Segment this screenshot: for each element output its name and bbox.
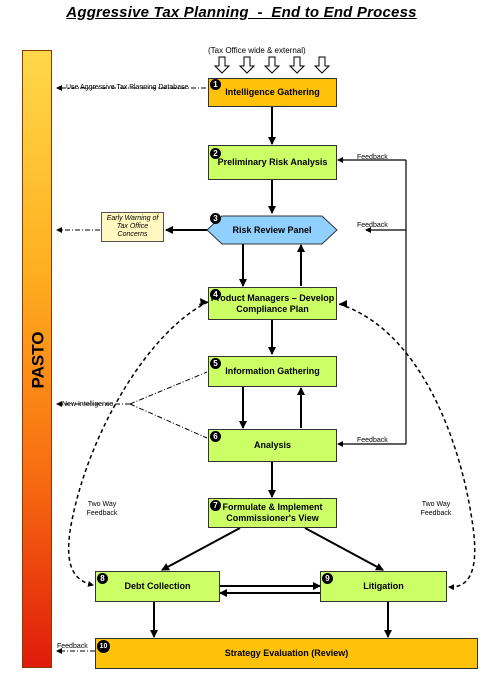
step-number-8: 8 (97, 573, 108, 584)
step-number-6: 6 (210, 431, 221, 442)
step-intelligence-gathering: Intelligence Gathering (208, 78, 337, 107)
step-number-7: 7 (210, 500, 221, 511)
input-arrows (213, 56, 331, 74)
step-number-4: 4 (210, 289, 221, 300)
new-intelligence-label: New Intelligence (62, 401, 114, 408)
main-flow (150, 107, 392, 638)
feedback-label-2: Feedback (357, 154, 388, 161)
diagram-title: Aggressive Tax Planning - End to End Pro… (66, 4, 417, 21)
feedback-label-10: Feedback (57, 643, 88, 650)
step-number-1: 1 (210, 79, 221, 90)
step-debt-collection: Debt Collection (95, 571, 220, 602)
pasto-bar: PASTO (22, 50, 52, 668)
database-label: Use Aggressive Tax Planning Database (66, 84, 189, 91)
step-formulate-implement: Formulate & Implement Commissioner's Vie… (208, 498, 337, 528)
feedback-label-6: Feedback (357, 437, 388, 444)
step-number-9: 9 (322, 573, 333, 584)
step-risk-review-panel: Risk Review Panel (232, 224, 312, 235)
step-product-managers: Product Managers – Develop Compliance Pl… (208, 287, 337, 320)
step-strategy-evaluation: Strategy Evaluation (Review) (95, 638, 478, 669)
step-litigation: Litigation (320, 571, 447, 602)
step-analysis: Analysis (208, 429, 337, 462)
dashdot-lines (56, 85, 208, 654)
two-way-feedback-left: Two Way Feedback (86, 501, 118, 517)
step-number-3: 3 (210, 213, 221, 224)
feedback-label-3: Feedback (357, 222, 388, 229)
top-note: (Tax Office wide & external) (208, 46, 306, 55)
two-way-feedback-right: Two Way Feedback (420, 501, 452, 517)
step-information-gathering: Information Gathering (208, 356, 337, 387)
step-number-2: 2 (210, 148, 221, 159)
feedback-lines (337, 157, 407, 447)
early-warning-box: Early Warning of Tax Office Concerns (101, 212, 164, 242)
step-number-5: 5 (210, 358, 221, 369)
step-number-10: 10 (97, 640, 110, 653)
step-preliminary-risk-analysis: Preliminary Risk Analysis (208, 145, 337, 180)
